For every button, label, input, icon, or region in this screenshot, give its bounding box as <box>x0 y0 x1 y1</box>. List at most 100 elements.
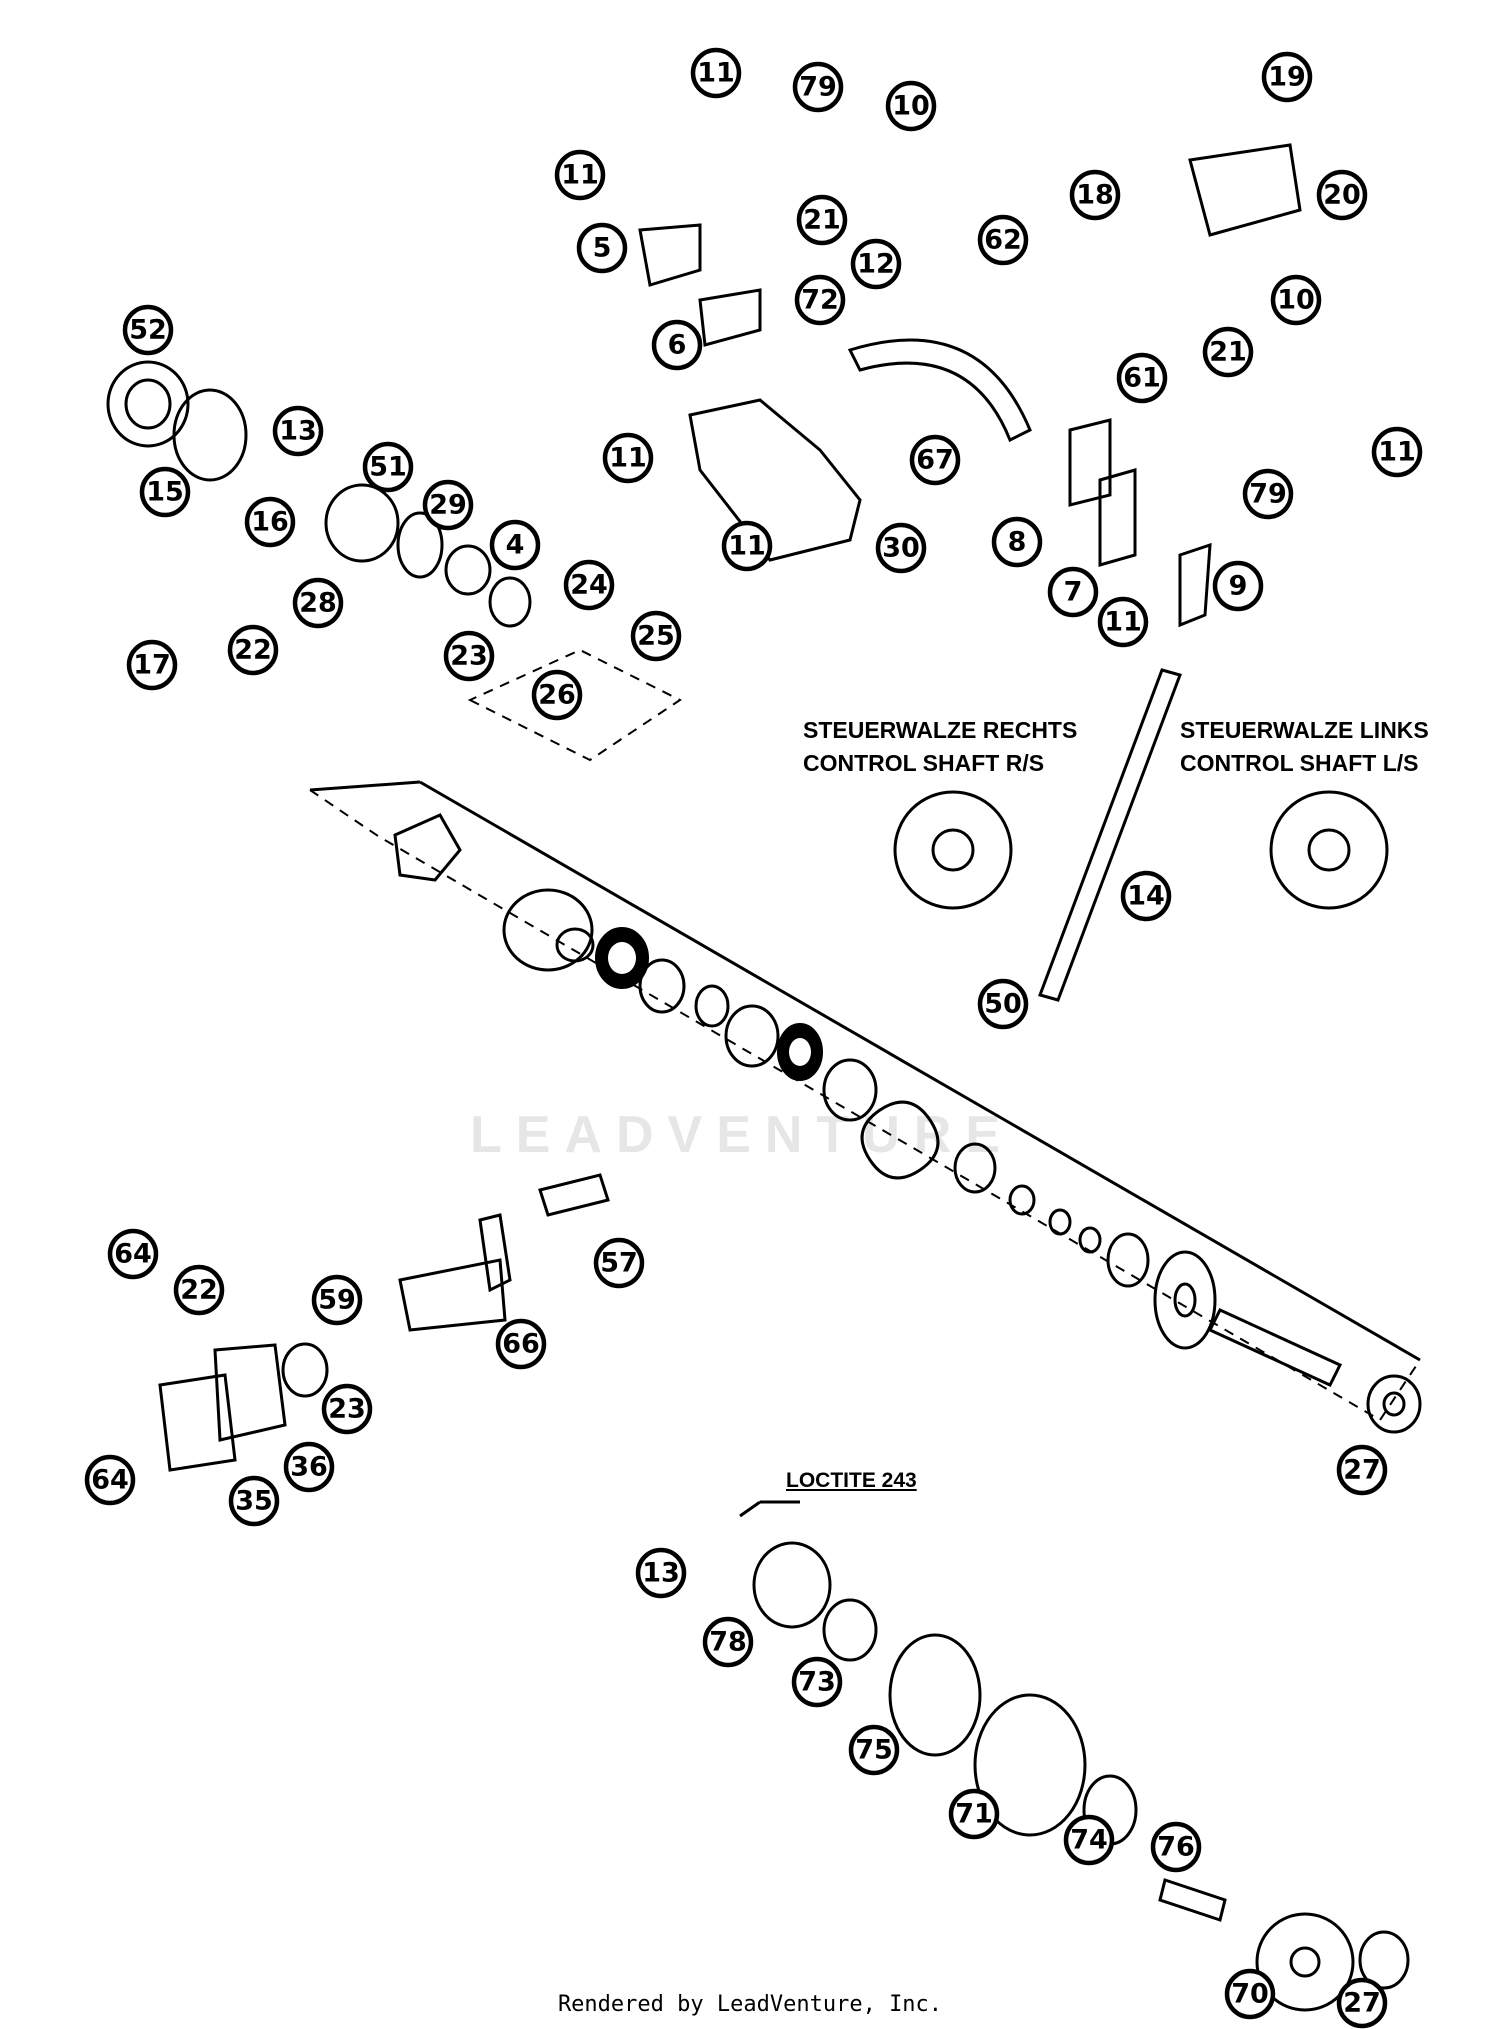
footer-credit: Rendered by LeadVenture, Inc. <box>557 1992 943 2017</box>
callout-67: 67 <box>909 434 961 486</box>
callout-number: 14 <box>1127 881 1165 912</box>
callout-14: 14 <box>1120 870 1172 922</box>
callout-number: 52 <box>129 315 167 346</box>
callout-number: 11 <box>1378 437 1416 468</box>
callout-25: 25 <box>630 610 682 662</box>
watermark: LEADVENTURE <box>470 1106 1015 1164</box>
loctite-leader-line <box>739 1500 800 1518</box>
callout-number: 21 <box>1209 337 1247 368</box>
callout-10: 10 <box>1270 274 1322 326</box>
callout-number: 78 <box>709 1627 747 1658</box>
callout-number: 29 <box>429 490 467 521</box>
callout-11: 11 <box>1371 426 1423 478</box>
callout-number: 61 <box>1123 363 1161 394</box>
callout-76: 76 <box>1150 1821 1202 1873</box>
callout-70: 70 <box>1224 1968 1276 2020</box>
callout-number: 67 <box>916 445 954 476</box>
control-shaft-left-de: STEUERWALZE LINKS <box>1180 717 1429 743</box>
callout-number: 51 <box>369 452 407 483</box>
callout-61: 61 <box>1116 352 1168 404</box>
callout-number: 21 <box>803 205 841 236</box>
callout-number: 9 <box>1229 571 1248 602</box>
callout-number: 12 <box>857 249 895 280</box>
callout-29: 29 <box>422 479 474 531</box>
callout-50: 50 <box>977 978 1029 1030</box>
callout-73: 73 <box>791 1656 843 1708</box>
main-shaft-assembly-lines <box>309 648 1421 1422</box>
callout-number: 59 <box>318 1285 356 1316</box>
control-shaft-right-de: STEUERWALZE RECHTS <box>803 717 1078 743</box>
callout-number: 10 <box>892 91 930 122</box>
callout-number: 18 <box>1076 180 1114 211</box>
callout-number: 11 <box>561 160 599 191</box>
callout-22: 22 <box>173 1264 225 1316</box>
callout-number: 76 <box>1157 1832 1195 1863</box>
callout-number: 23 <box>328 1394 366 1425</box>
callout-62: 62 <box>977 214 1029 266</box>
callout-number: 30 <box>882 533 920 564</box>
callout-number: 36 <box>290 1452 328 1483</box>
callout-57: 57 <box>593 1237 645 1289</box>
callout-number: 71 <box>955 1799 993 1830</box>
callout-10: 10 <box>885 80 937 132</box>
callout-number: 74 <box>1070 1825 1108 1856</box>
callout-16: 16 <box>244 496 296 548</box>
lower-parts <box>158 1173 1410 2012</box>
callout-number: 20 <box>1323 180 1361 211</box>
callout-number: 72 <box>801 285 839 316</box>
callout-28: 28 <box>292 577 344 629</box>
callout-number: 13 <box>642 1558 680 1589</box>
callout-number: 24 <box>570 570 608 601</box>
upper-parts <box>106 143 1302 628</box>
callout-11: 11 <box>1097 596 1149 648</box>
callout-number: 17 <box>133 650 171 681</box>
callout-9: 9 <box>1212 560 1264 612</box>
callout-number: 50 <box>984 989 1022 1020</box>
loctite-label: LOCTITE 243 <box>786 1469 917 1492</box>
callout-number: 22 <box>234 635 272 666</box>
callout-13: 13 <box>272 405 324 457</box>
callout-number: 7 <box>1064 577 1083 608</box>
callout-number: 28 <box>299 588 337 619</box>
callout-number: 27 <box>1343 1455 1381 1486</box>
callout-23: 23 <box>443 630 495 682</box>
callout-27: 27 <box>1336 1977 1388 2029</box>
callout-79: 79 <box>792 61 844 113</box>
callout-26: 26 <box>531 669 583 721</box>
callout-number: 25 <box>637 621 675 652</box>
callout-12: 12 <box>850 238 902 290</box>
callout-11: 11 <box>690 47 742 99</box>
callout-20: 20 <box>1316 169 1368 221</box>
callout-64: 64 <box>107 1228 159 1280</box>
callout-66: 66 <box>495 1318 547 1370</box>
callout-30: 30 <box>875 522 927 574</box>
callout-number: 26 <box>538 680 576 711</box>
callout-17: 17 <box>126 639 178 691</box>
callout-number: 10 <box>1277 285 1315 316</box>
callout-number: 64 <box>91 1465 129 1496</box>
callout-number: 35 <box>235 1486 273 1517</box>
callout-number: 11 <box>1104 607 1142 638</box>
callout-number: 11 <box>697 58 735 89</box>
callout-6: 6 <box>651 319 703 371</box>
callout-number: 23 <box>450 641 488 672</box>
callout-78: 78 <box>702 1616 754 1668</box>
callout-number: 4 <box>506 530 525 561</box>
callout-23: 23 <box>321 1383 373 1435</box>
callout-21: 21 <box>796 194 848 246</box>
callout-number: 27 <box>1343 1988 1381 2019</box>
control-shaft-gears <box>893 790 1389 910</box>
callout-number: 22 <box>180 1275 218 1306</box>
callout-22: 22 <box>227 624 279 676</box>
callout-71: 71 <box>948 1788 1000 1840</box>
callout-number: 8 <box>1008 527 1027 558</box>
callout-35: 35 <box>228 1475 280 1527</box>
callout-number: 19 <box>1268 62 1306 93</box>
callout-number: 66 <box>502 1329 540 1360</box>
callout-number: 16 <box>251 507 289 538</box>
callout-number: 5 <box>593 233 612 264</box>
callout-72: 72 <box>794 274 846 326</box>
callout-number: 15 <box>146 477 184 508</box>
